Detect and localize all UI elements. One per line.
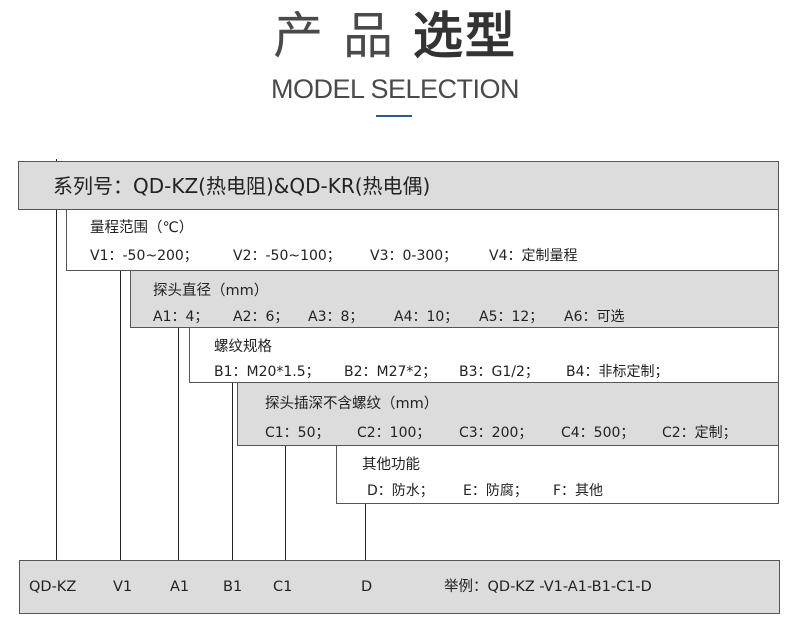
section-options: V1：-50~200； V2：-50~100； V3：0-300； V4：定制量程	[90, 245, 577, 265]
option-v2: V2：-50~100；	[233, 248, 341, 264]
section-title: 其他功能	[362, 457, 420, 473]
section-title: 探头插深不含螺纹（mm）	[265, 396, 439, 412]
section-diameter: 探头直径（mm） A1：4； A2：6； A3：8； A4：10； A5：12； A6：可…	[130, 270, 779, 328]
option-d: D：防水；	[367, 483, 434, 499]
connector-line-b	[232, 382, 233, 560]
option-c2: C2：100；	[357, 425, 431, 441]
example-code-c: C1	[273, 579, 293, 595]
section-options: D：防水； E：防腐； F：其他	[367, 480, 603, 500]
option-a1: A1：4；	[153, 309, 209, 325]
example-code-b: B1	[223, 579, 243, 595]
option-v4: V4：定制量程	[489, 248, 578, 264]
option-a3: A3：8；	[308, 309, 364, 325]
example-box: QD-KZ V1 A1 B1 C1 D 举例：QD-KZ -V1-A1-B1-C…	[19, 560, 780, 614]
option-a6: A6：可选	[564, 309, 625, 325]
option-c5: C2：定制；	[662, 425, 737, 441]
series-box: 系列号：QD-KZ(热电阻)&QD-KR(热电偶)	[18, 161, 779, 210]
section-insertion-depth: 探头插深不含螺纹（mm） C1：50； C2：100； C3：200； C4：500；…	[237, 382, 779, 446]
option-c4: C4：500；	[561, 425, 635, 441]
option-b4: B4：非标定制；	[566, 364, 669, 380]
example-label: 举例：QD-KZ -V1-A1-B1-C1-D	[444, 579, 652, 595]
connector-line-series	[56, 159, 57, 560]
option-b2: B2：M27*2；	[344, 364, 437, 380]
option-e: E：防腐；	[463, 483, 528, 499]
section-range: 量程范围（℃） V1：-50~200；V2：-50~100；V3：0-300；V…	[66, 209, 779, 271]
section-title: 螺纹规格	[214, 339, 272, 355]
option-a5: A5：12；	[479, 309, 544, 325]
title-light: 产 品	[273, 7, 413, 65]
option-a2: A2：6；	[233, 309, 289, 325]
section-options: B1：M20*1.5； B2：M27*2； B3：G1/2； B4：非标定制；	[214, 361, 669, 381]
example-code-d: D	[361, 579, 373, 595]
option-v3: V3：0-300；	[370, 248, 458, 264]
section-title: 探头直径（mm）	[153, 283, 269, 299]
page-title: 产 品 选型	[0, 6, 790, 66]
title-bold: 选型	[412, 7, 517, 65]
section-other-functions: 其他功能 D：防水； E：防腐； F：其他	[336, 445, 779, 504]
connector-line-d	[365, 503, 366, 560]
example-code-series: QD-KZ	[29, 579, 77, 595]
option-c1: C1：50；	[265, 425, 330, 441]
option-c3: C3：200；	[459, 425, 533, 441]
option-b3: B3：G1/2；	[459, 364, 539, 380]
series-label: 系列号：QD-KZ(热电阻)&QD-KR(热电偶)	[53, 174, 431, 198]
option-a4: A4：10；	[394, 309, 459, 325]
option-f: F：其他	[553, 483, 604, 499]
section-options: C1：50； C2：100； C3：200； C4：500； C2：定制；	[265, 422, 737, 442]
section-title: 量程范围（℃）	[90, 220, 194, 236]
connector-line-a	[178, 327, 179, 560]
connector-line-v	[120, 270, 121, 560]
option-v1: V1：-50~200；	[90, 248, 198, 264]
example-code-v: V1	[113, 579, 133, 595]
connector-line-c	[285, 445, 286, 560]
page-subtitle: MODEL SELECTION	[270, 74, 520, 104]
section-options: A1：4； A2：6； A3：8； A4：10； A5：12； A6：可选	[153, 306, 624, 326]
title-underline	[376, 115, 412, 117]
section-thread: 螺纹规格 B1：M20*1.5； B2：M27*2； B3：G1/2； B4：非标定制…	[189, 327, 779, 383]
option-b1: B1：M20*1.5；	[214, 364, 320, 380]
example-code-a: A1	[170, 579, 190, 595]
